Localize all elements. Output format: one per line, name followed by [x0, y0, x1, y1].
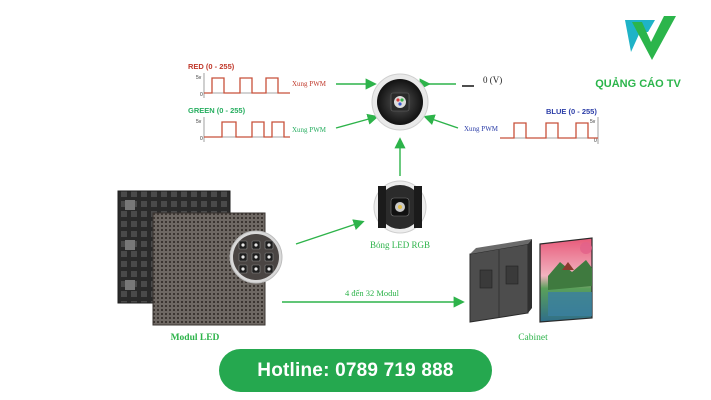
blue-5v-label: 5v: [590, 119, 596, 125]
brand-logo: [625, 16, 676, 60]
link-label: 4 đến 32 Modul: [345, 288, 400, 298]
ground-label: 0 (V): [483, 75, 502, 85]
ground-signal: 0 (V): [419, 75, 502, 90]
led-bulb-label: Bóng LED RGB: [370, 240, 430, 250]
red-5v-label: 5v: [196, 75, 202, 81]
led-module-panels: [117, 190, 266, 326]
red-pwm-wave: [204, 77, 290, 94]
hotline-button[interactable]: Hotline: 0789 719 888: [219, 349, 492, 392]
blue-arrow: [423, 114, 459, 129]
blue-pwm-wave: [500, 122, 598, 139]
red-signal-title: RED (0 - 255): [188, 62, 235, 71]
led-bulb-magnified: [373, 180, 427, 234]
green-signal-title: GREEN (0 - 255): [188, 106, 246, 115]
led-chip-magnified: [371, 73, 429, 131]
blue-zero-label: 0: [594, 138, 597, 144]
green-zero-label: 0: [200, 136, 203, 142]
module-label: Modul LED: [171, 333, 220, 343]
red-pwm-label: Xung PWM: [292, 80, 327, 88]
led-cluster-magnified: [229, 230, 283, 284]
red-zero-label: 0: [200, 92, 203, 98]
cabinet-image: [469, 237, 593, 323]
green-5v-label: 5v: [196, 119, 202, 125]
cabinet-label: Cabinet: [518, 333, 548, 343]
green-pwm-label: Xung PWM: [292, 126, 327, 134]
green-arrow: [335, 113, 379, 129]
blue-pwm-label: Xung PWM: [464, 125, 499, 133]
logo-v-shape: [632, 16, 676, 60]
red-signal: RED (0 - 255) 5v 0 Xung PWM: [188, 62, 377, 98]
green-pwm-wave: [204, 121, 290, 138]
brand-name: QUẢNG CÁO TV: [595, 77, 681, 90]
green-signal: GREEN (0 - 255) 5v 0 Xung PWM: [188, 106, 379, 142]
logo-t-shape: [625, 20, 655, 52]
cluster-to-bulb-arrow: [295, 219, 365, 245]
blue-signal-title: BLUE (0 - 255): [546, 107, 597, 116]
blue-signal: BLUE (0 - 255) 5v 0 Xung PWM: [423, 107, 599, 144]
